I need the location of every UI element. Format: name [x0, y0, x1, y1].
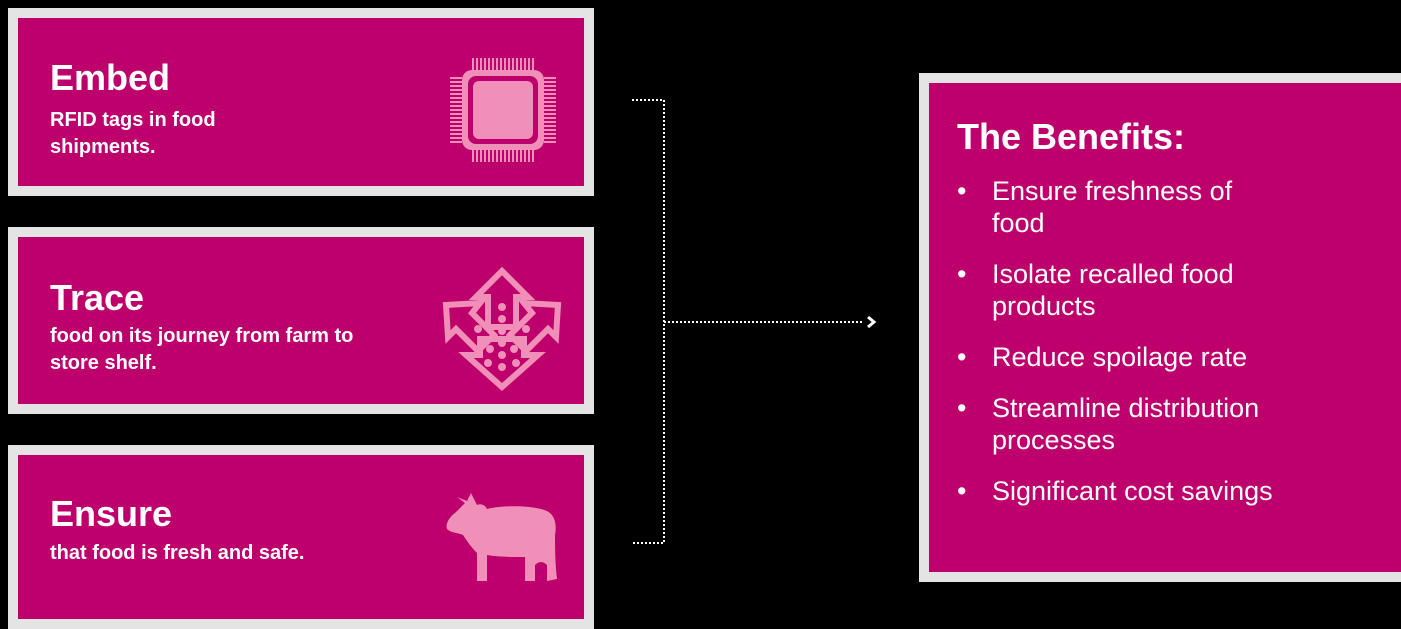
bracket-line	[632, 99, 665, 544]
card-title: Ensure	[50, 493, 173, 534]
card-description: RFID tags in food shipments.	[50, 109, 216, 158]
cow-icon	[443, 491, 563, 596]
list-item: • Streamline distribution processes	[929, 392, 1389, 456]
benefits-panel: The Benefits: • Ensure freshness of food …	[919, 73, 1401, 582]
card-ensure: Ensure that food is fresh and safe.	[8, 445, 594, 629]
bullet-icon: •	[957, 342, 967, 372]
card-title: Trace	[50, 277, 145, 318]
list-item: • Ensure freshness of food	[929, 175, 1389, 239]
benefit-text: Significant cost savings	[992, 476, 1273, 506]
bullet-icon: •	[957, 176, 967, 206]
bullet-icon: •	[957, 476, 967, 506]
list-item: • Isolate recalled food products	[929, 258, 1389, 322]
benefit-text: Streamline distribution processes	[992, 393, 1260, 455]
card-description: food on its journey from farm to store s…	[50, 325, 354, 374]
card-description: that food is fresh and safe.	[50, 542, 305, 564]
benefit-text: Isolate recalled food products	[992, 259, 1234, 321]
microchip-icon	[448, 56, 558, 169]
benefit-text: Ensure freshness of food	[992, 176, 1233, 238]
bullet-icon: •	[957, 259, 967, 289]
list-item: • Reduce spoilage rate	[929, 341, 1389, 373]
card-embed: Embed RFID tags in food shipments.	[8, 8, 594, 196]
benefits-list: • Ensure freshness of food • Isolate recal…	[929, 173, 1389, 507]
benefits-title: The Benefits:	[957, 116, 1186, 157]
list-item: • Significant cost savings	[929, 475, 1389, 507]
card-title: Embed	[50, 57, 171, 98]
card-trace: Trace food on its journey from farm to s…	[8, 227, 594, 414]
chevron-right-icon	[867, 315, 877, 329]
bullet-icon: •	[957, 393, 967, 423]
arrows-icon	[440, 266, 565, 397]
benefit-text: Reduce spoilage rate	[992, 342, 1248, 372]
